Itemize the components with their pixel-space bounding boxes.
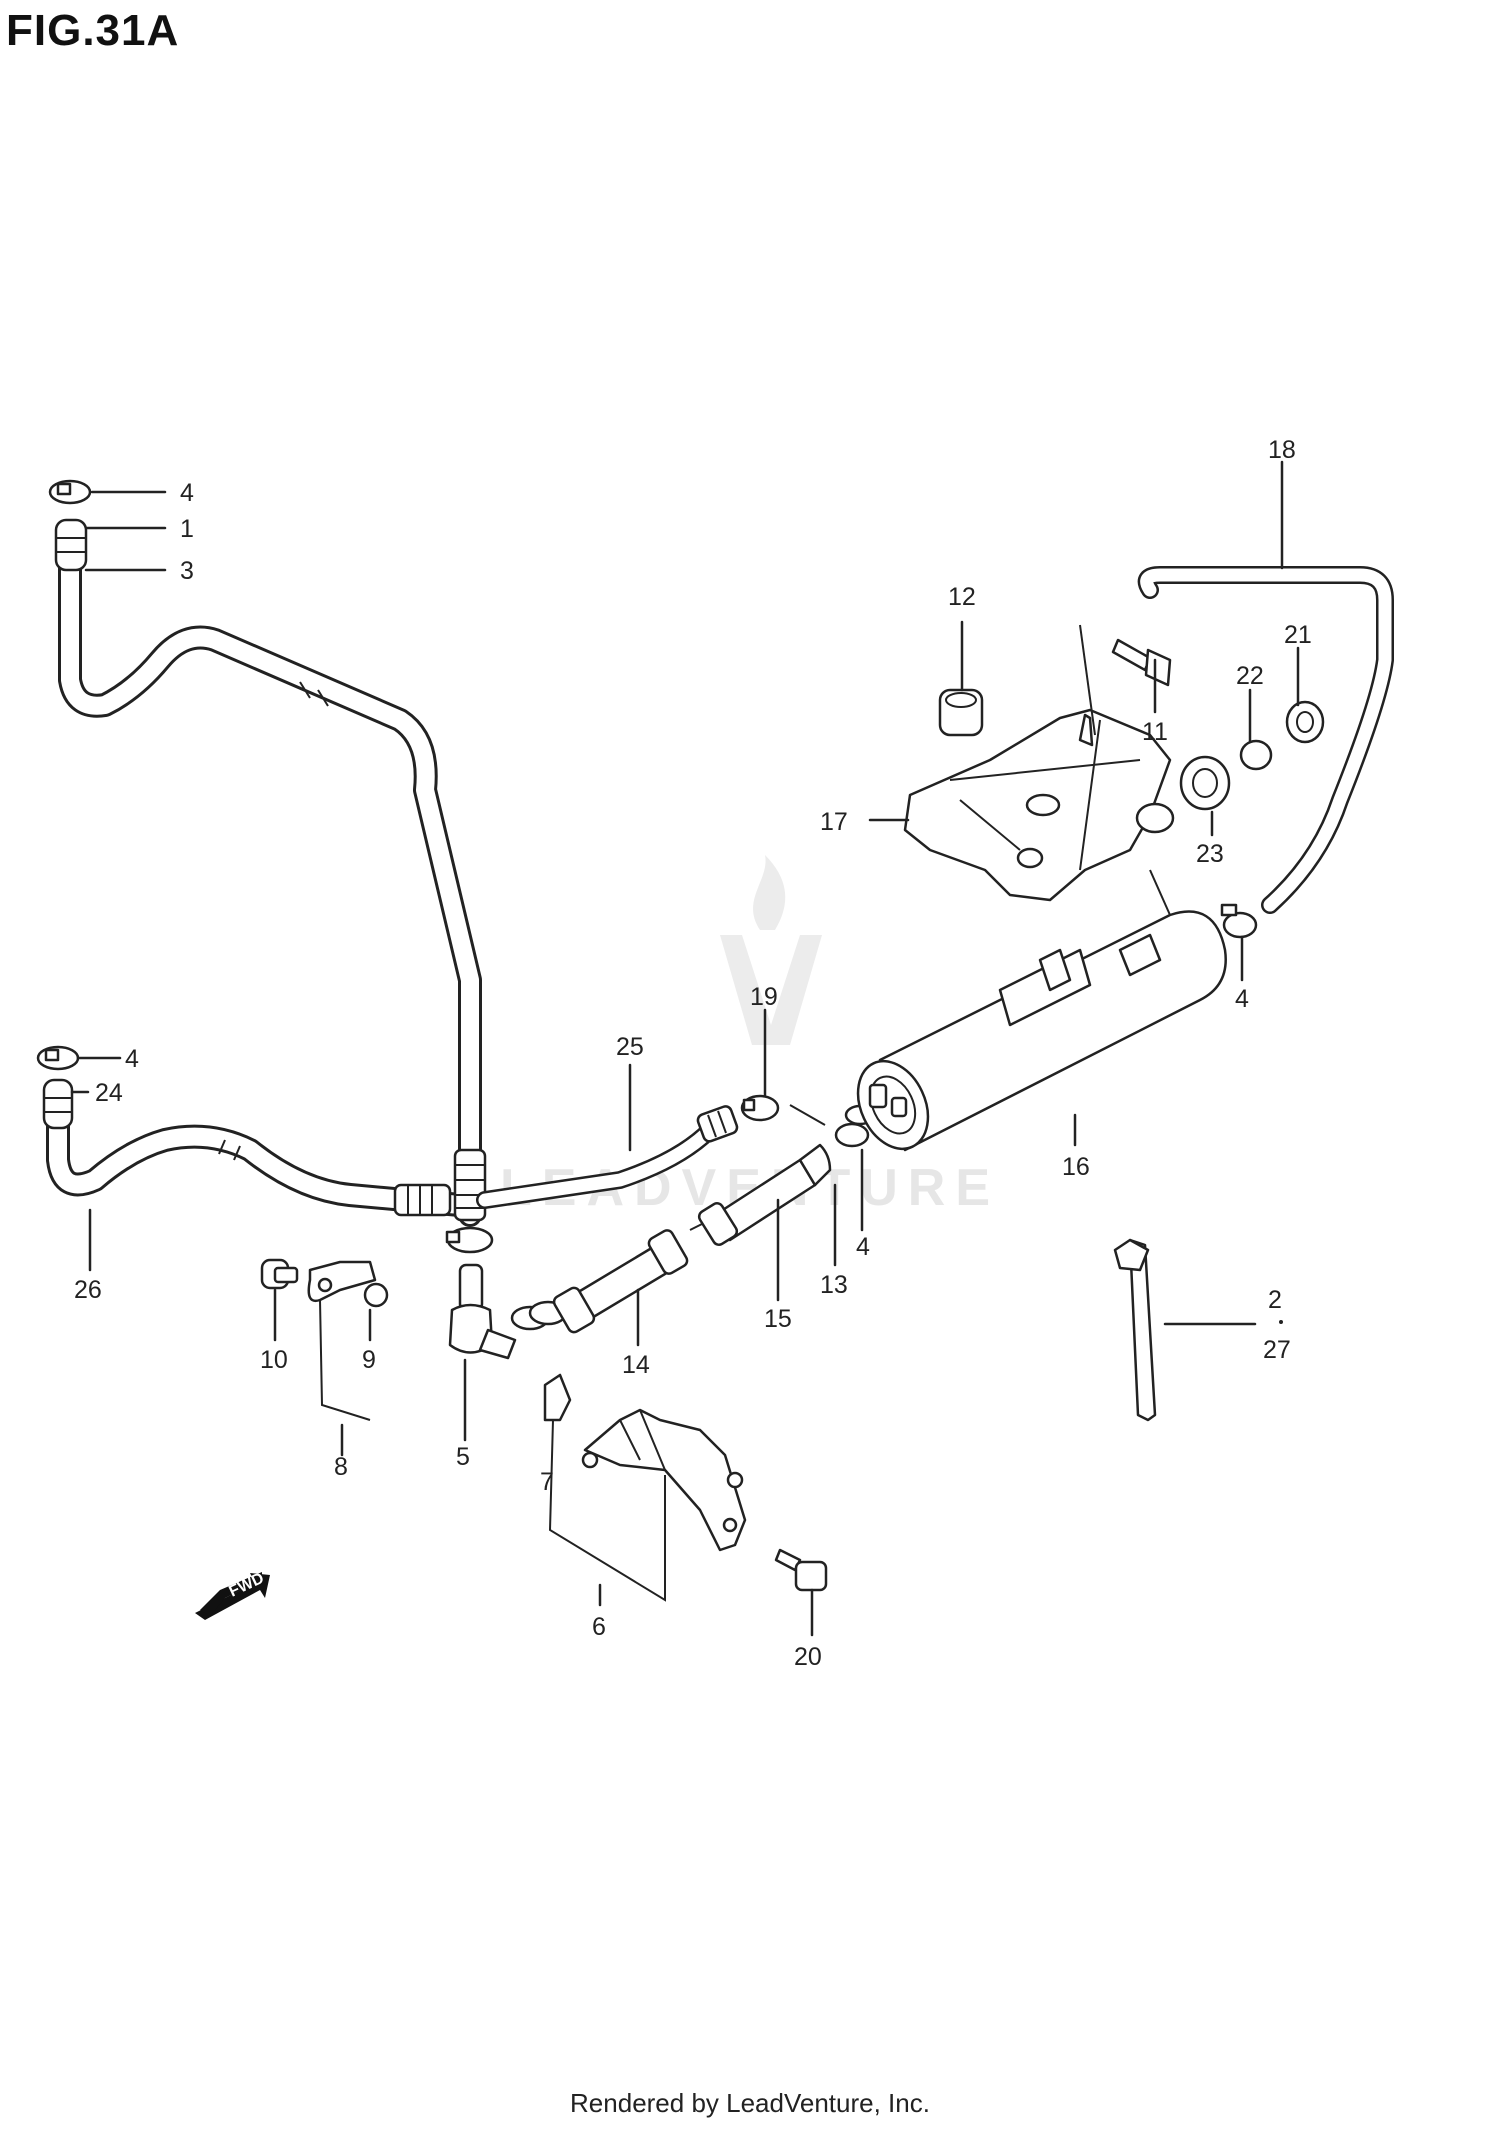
hose-3 [58,528,482,1227]
callout-1: 1 [180,515,194,543]
clamp-below-junction [445,1226,494,1254]
leader-lines [70,460,1300,1637]
callout-13: 13 [820,1271,848,1299]
clamp-5-14 [510,1300,568,1331]
clamp-4-right [1220,903,1258,939]
grommet-22 [1239,739,1273,771]
bolt-20 [774,1548,828,1592]
callout-2-27-dot [1279,1320,1283,1324]
callout-27: 27 [1263,1336,1291,1364]
hose-18 [1137,566,1394,914]
callout-16: 16 [1062,1153,1090,1181]
callout-5: 5 [456,1443,470,1471]
grommet-23 [1179,755,1231,811]
fwd-arrow-icon: FWD [195,1570,270,1620]
callout-17: 17 [820,808,848,836]
callout-4-canister: 4 [856,1233,870,1261]
pipe-14 [552,1219,711,1334]
clip-7 [543,1373,572,1422]
callout-24: 24 [95,1079,123,1107]
callout-15: 15 [764,1305,792,1333]
hose-fitting-24 [42,1078,74,1130]
bracket-6 [548,1408,747,1602]
connector-5 [448,1263,517,1360]
callout-26: 26 [74,1276,102,1304]
grommet-21 [1285,700,1325,744]
callout-3: 3 [180,557,194,585]
callout-21: 21 [1284,621,1312,649]
clamp-4-left [36,1045,80,1071]
footer-credit: Rendered by LeadVenture, Inc. [570,2088,930,2118]
bolt-11 [1079,624,1172,736]
hose-25 [476,1105,739,1209]
callout-18: 18 [1268,436,1296,464]
clamp-4-top [48,479,92,505]
tie-2-27 [1113,1238,1157,1422]
callout-7: 7 [540,1468,554,1496]
callout-12: 12 [948,583,976,611]
callout-11: 11 [1142,718,1168,746]
hose-fitting-1 [54,518,88,572]
callout-4-left: 4 [125,1045,139,1073]
canister-16 [856,869,1227,1152]
bolt-10 [260,1258,299,1290]
clamp-bracket-8 [307,1260,377,1421]
callout-14: 14 [622,1351,650,1379]
callout-10: 10 [260,1346,288,1374]
collar-12 [938,688,984,737]
clip-9 [363,1282,389,1308]
callout-4-top: 4 [180,479,194,507]
callout-6: 6 [592,1613,606,1641]
bracket-17 [903,708,1175,902]
callout-labels: 4 1 3 18 12 21 22 11 17 23 4 19 25 4 24 … [74,436,1312,1671]
callout-2: 2 [1268,1286,1282,1314]
callout-8: 8 [334,1453,348,1481]
figure-title: FIG.31A [6,6,180,55]
callout-4-right: 4 [1235,985,1249,1013]
hose-junction [393,1148,487,1222]
pipe-15 [697,1143,832,1246]
clamp-19 [740,1094,826,1126]
watermark: LEADVENTURE [500,855,990,1217]
callout-9: 9 [362,1346,376,1374]
callout-25: 25 [616,1033,644,1061]
callout-19: 19 [750,983,778,1011]
hose-26 [46,1088,472,1217]
callout-23: 23 [1196,840,1224,868]
callout-22: 22 [1236,662,1264,690]
callout-20: 20 [794,1643,822,1671]
